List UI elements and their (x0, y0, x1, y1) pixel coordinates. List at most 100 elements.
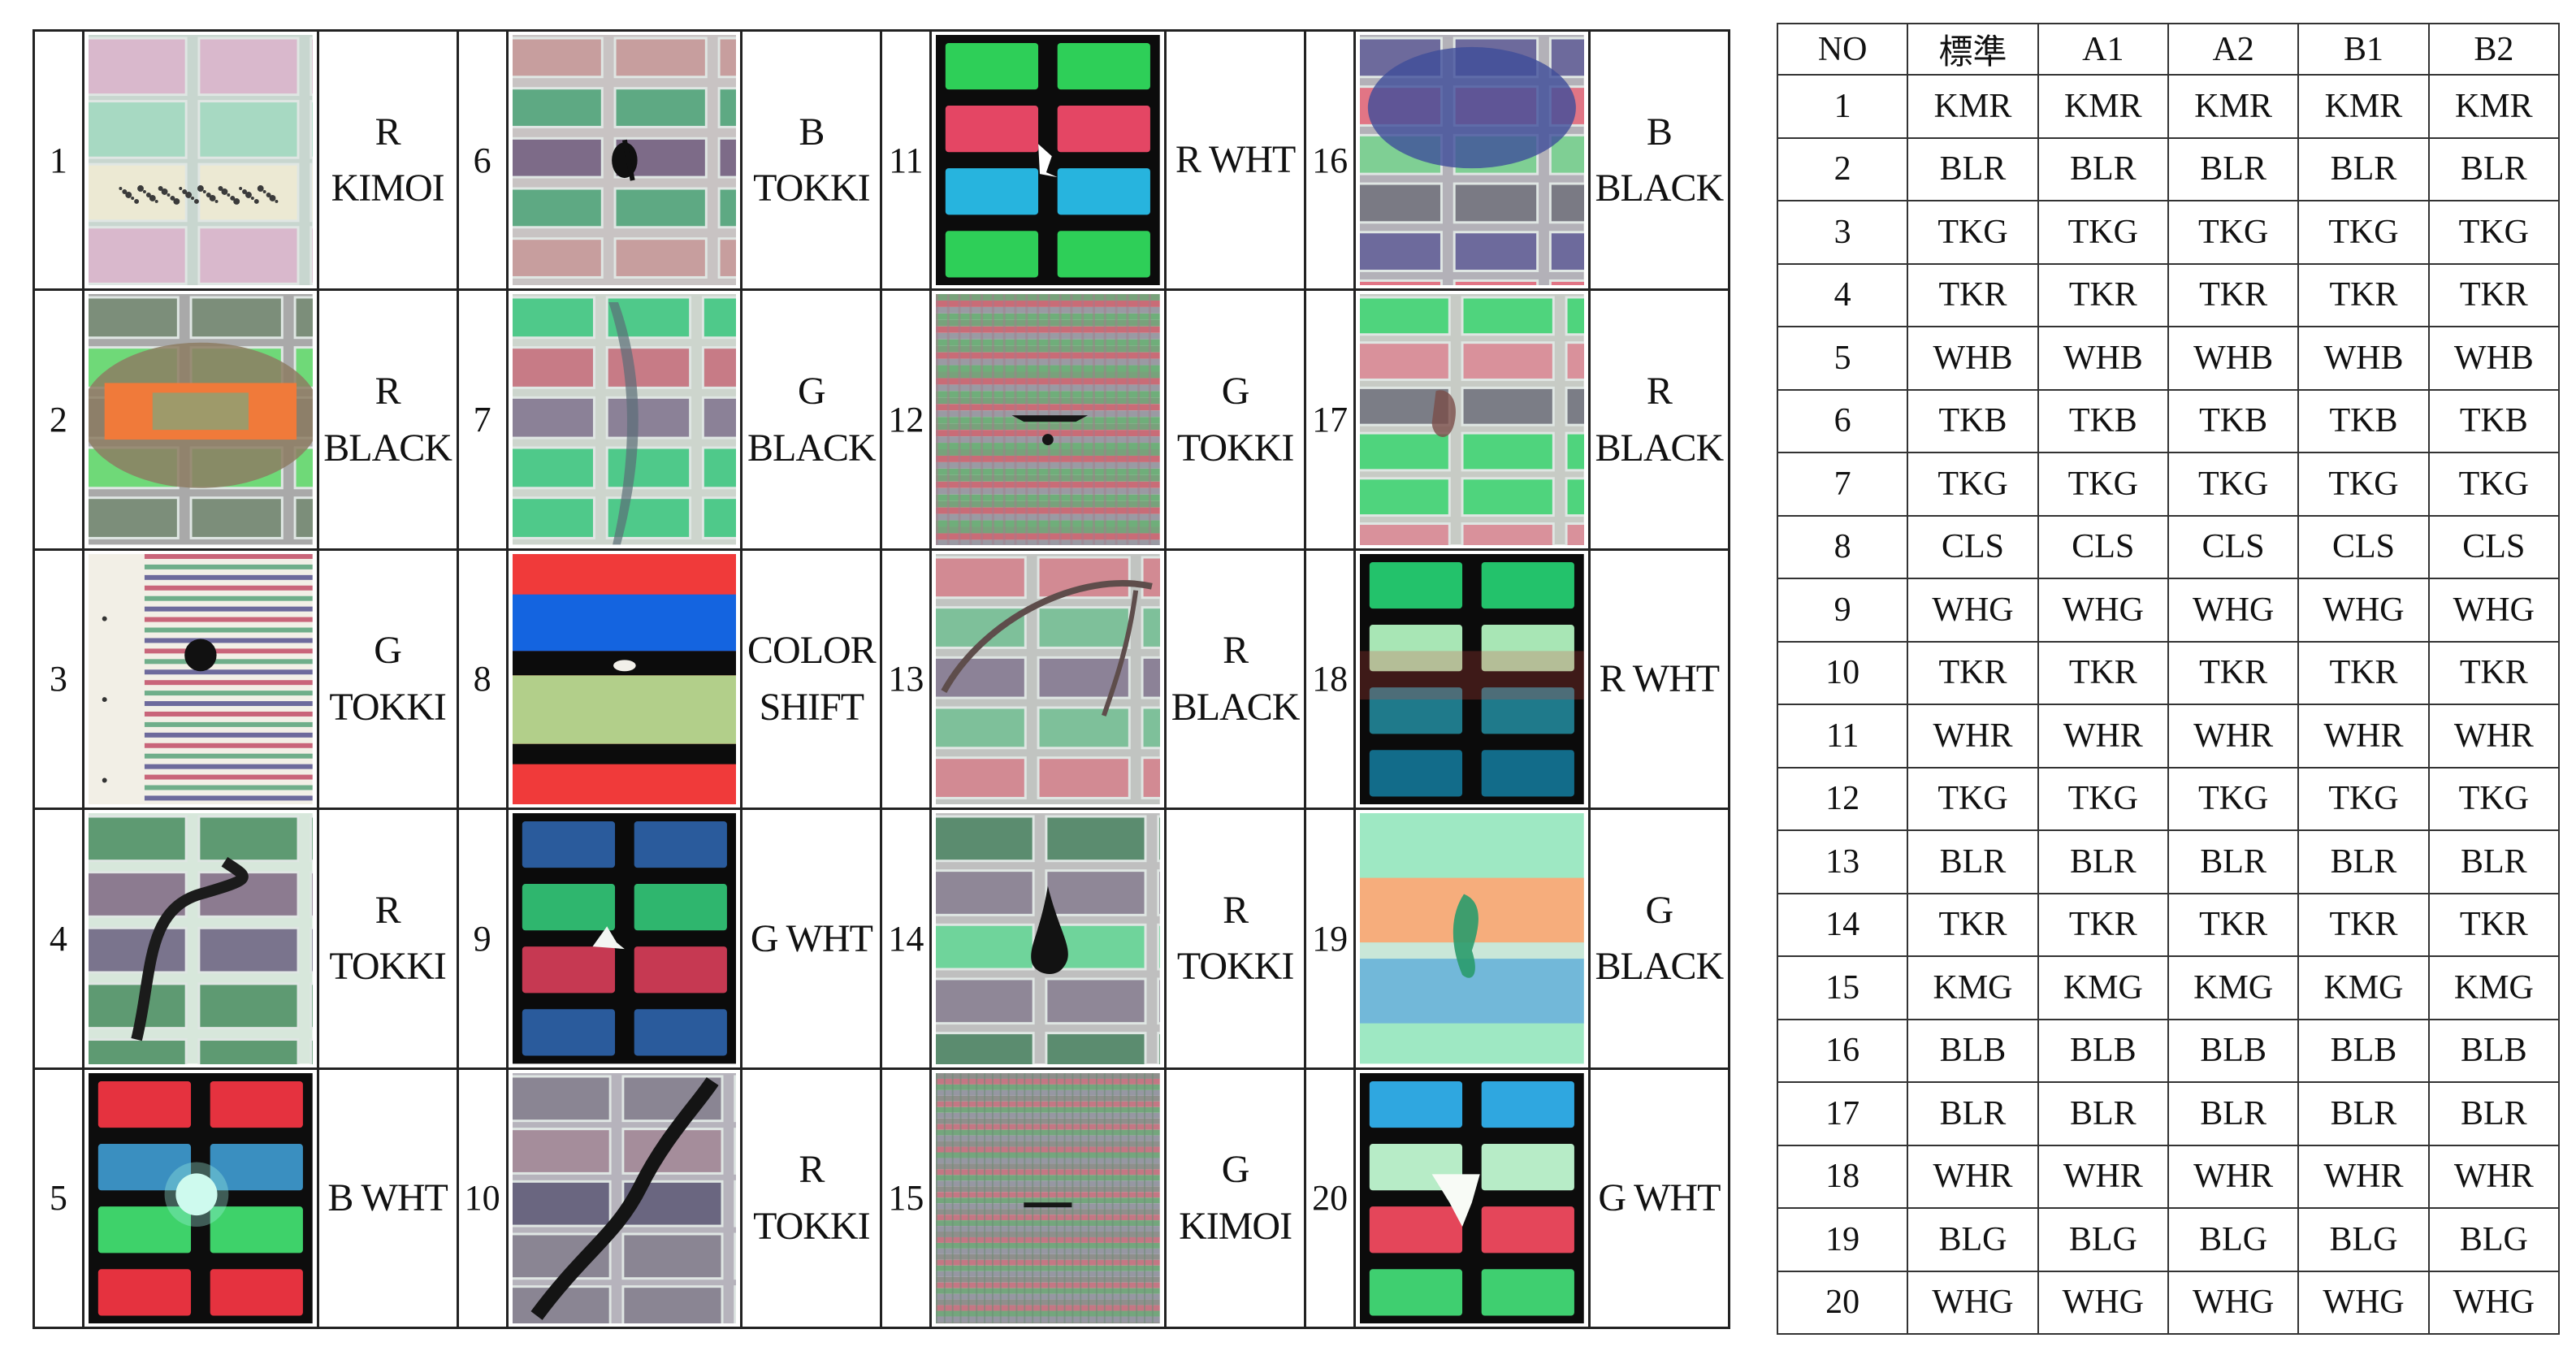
defect-label: R TOKKI (1163, 808, 1307, 1070)
code-cell: TKR (2037, 892, 2169, 957)
defect-micrograph (936, 294, 1160, 545)
code-cell: BLR (1907, 829, 2039, 894)
code-row-number: 13 (1776, 829, 1909, 894)
defect-number: 12 (880, 288, 933, 551)
defect-photo-cell (1353, 548, 1591, 811)
defect-micrograph (512, 35, 737, 286)
code-row-number: 10 (1776, 640, 1909, 705)
code-table-header: B1 (2297, 23, 2430, 76)
code-cell: BLB (2297, 1018, 2430, 1083)
code-row-number: 12 (1776, 766, 1909, 831)
code-cell: KMR (2167, 74, 2300, 139)
code-cell: TKR (2297, 262, 2430, 327)
defect-photo-cell (505, 28, 743, 292)
code-cell: KMG (2427, 955, 2561, 1020)
code-cell: TKR (2297, 892, 2430, 957)
defect-label: B BLACK (1587, 28, 1731, 292)
defect-number: 18 (1304, 548, 1356, 811)
code-cell: CLS (2167, 514, 2300, 579)
code-cell: TKG (2427, 452, 2561, 517)
defect-label: COLOR SHIFT (740, 548, 883, 811)
defect-photo-cell (929, 1067, 1167, 1330)
code-cell: TKG (2167, 766, 2300, 831)
code-row-number: 5 (1776, 326, 1909, 391)
defect-number: 16 (1304, 28, 1356, 292)
code-row-number: 1 (1776, 74, 1909, 139)
code-cell: WHR (2297, 704, 2430, 769)
code-cell: TKG (2297, 200, 2430, 265)
code-cell: WHR (2037, 1144, 2169, 1209)
code-cell: TKR (2427, 262, 2561, 327)
defect-number: 6 (456, 28, 509, 292)
code-cell: WHB (2297, 326, 2430, 391)
code-cell: WHB (1907, 326, 2039, 391)
code-cell: KMG (2297, 955, 2430, 1020)
defect-micrograph (1359, 813, 1584, 1064)
defect-number: 2 (32, 288, 84, 551)
code-cell: BLB (2167, 1018, 2300, 1083)
defect-micrograph (88, 553, 313, 805)
defect-photo-cell (81, 808, 319, 1070)
code-cell: TKG (2037, 766, 2169, 831)
defect-number: 9 (456, 808, 509, 1070)
defect-number: 11 (880, 28, 933, 292)
code-cell: TKR (1907, 892, 2039, 957)
code-cell: WHG (2167, 578, 2300, 643)
code-cell: TKB (2167, 388, 2300, 453)
code-cell: BLR (2167, 136, 2300, 201)
code-cell: BLR (2297, 1081, 2430, 1146)
code-cell: TKR (2037, 640, 2169, 705)
defect-number: 8 (456, 548, 509, 811)
defect-micrograph (512, 294, 737, 545)
defect-number: 15 (880, 1067, 933, 1330)
defect-label: G BLACK (740, 288, 883, 551)
code-cell: TKR (1907, 262, 2039, 327)
code-cell: BLR (2427, 1081, 2561, 1146)
code-cell: KMG (2037, 955, 2169, 1020)
code-row-number: 15 (1776, 955, 1909, 1020)
code-table-header: 標準 (1907, 23, 2039, 76)
code-cell: TKR (1907, 640, 2039, 705)
code-cell: TKG (2427, 766, 2561, 831)
code-cell: BLR (2297, 829, 2430, 894)
defect-label: R WHT (1163, 28, 1307, 292)
code-row-number: 20 (1776, 1270, 1909, 1335)
code-cell: WHG (2427, 1270, 2561, 1335)
code-cell: BLG (2427, 1207, 2561, 1272)
defect-photo-cell (81, 28, 319, 292)
code-row-number: 4 (1776, 262, 1909, 327)
defect-photo-cell (1353, 808, 1591, 1070)
code-cell: WHR (2037, 704, 2169, 769)
defect-number: 10 (456, 1067, 509, 1330)
code-row-number: 18 (1776, 1144, 1909, 1209)
code-cell: BLR (2167, 829, 2300, 894)
code-cell: TKG (2037, 452, 2169, 517)
defect-photo-cell (505, 288, 743, 551)
code-cell: KMG (2167, 955, 2300, 1020)
code-cell: TKB (2297, 388, 2430, 453)
defect-label: R TOKKI (740, 1067, 883, 1330)
code-cell: TKG (2167, 200, 2300, 265)
defect-number: 3 (32, 548, 84, 811)
defect-photo-cell (1353, 288, 1591, 551)
defect-label: G BLACK (1587, 808, 1731, 1070)
code-cell: BLG (2037, 1207, 2169, 1272)
code-cell: WHR (2297, 1144, 2430, 1209)
defect-micrograph (1359, 294, 1584, 545)
code-cell: BLG (2167, 1207, 2300, 1272)
code-table-header: A1 (2037, 23, 2169, 76)
code-cell: BLB (2037, 1018, 2169, 1083)
code-cell: TKB (2427, 388, 2561, 453)
defect-micrograph (512, 1072, 737, 1323)
